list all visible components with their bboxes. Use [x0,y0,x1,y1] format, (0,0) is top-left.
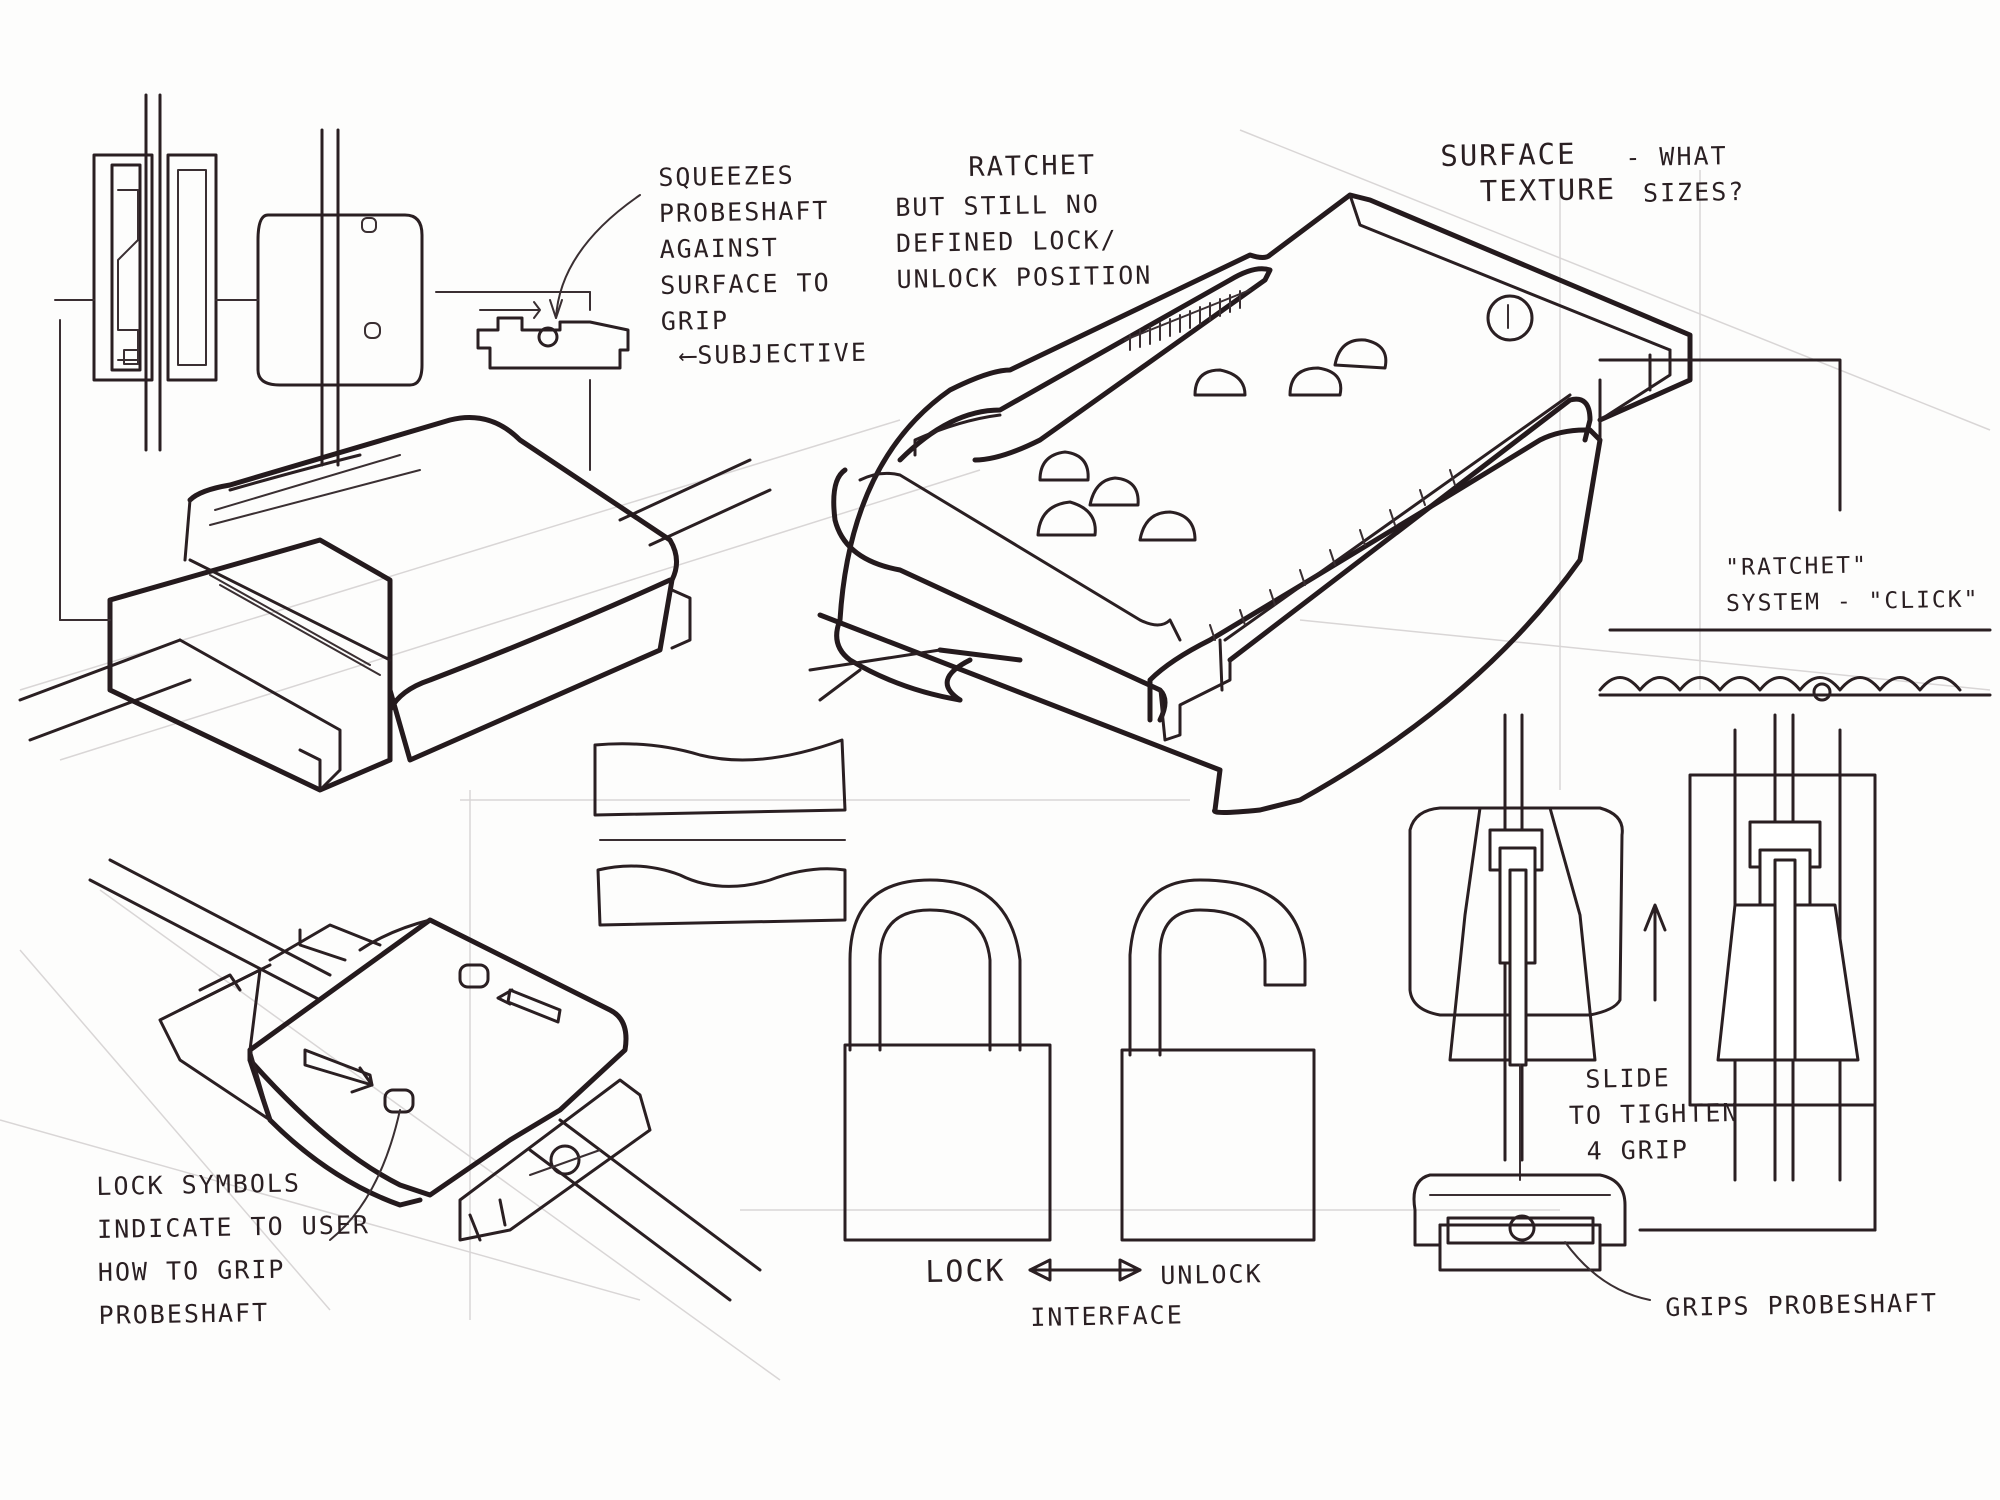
slide-note: SLIDE TO TIGHTEN 4 GRIP [1568,1063,1740,1166]
lock-label: LOCK [925,1253,1006,1290]
locked-padlock-icon [843,878,1052,1242]
lock-symbol-device [88,858,762,1302]
lock-unlock-arrow [1028,1258,1142,1282]
surface-texture-note: SURFACE TEXTURE [1440,136,1617,209]
subjective-note: ⟵SUBJECTIVE [680,337,869,370]
grips-probeshaft-note: GRIPS PROBESHAFT [1665,1288,1939,1322]
main-device-sketch [808,192,1842,815]
unlock-label: UNLOCK [1160,1259,1263,1290]
squeezes-note: SQUEEZES PROBESHAFT AGAINST SURFACE TO G… [658,160,831,336]
clip-side-sketch [225,128,424,467]
lock-symbols-note: LOCK SYMBOLS INDICATE TO USER HOW TO GRI… [96,1168,371,1330]
side-section-sketch [54,93,256,452]
unlocked-padlock-icon [1120,878,1316,1242]
texture-bumps [1036,294,1534,542]
ratchet-teeth [1124,289,1251,351]
ratchet-note: BUT STILL NO DEFINED LOCK/ UNLOCK POSITI… [895,189,1153,294]
what-sizes-note: - WHAT SIZES? [1625,141,1746,208]
ratchet-system-note: "RATCHET" SYSTEM - "CLICK" [1725,552,1980,617]
grip-cross-section [435,194,641,471]
slide-section-right [1638,713,1877,1232]
surface-profile-sketches [593,738,847,927]
interface-label: INTERFACE [1030,1300,1185,1332]
ratchet-profile [1598,628,1992,702]
slide-section-left [1408,713,1667,1181]
grip-front-view [1412,1173,1651,1301]
construction-guides [0,129,1991,1381]
grip-housing-block [18,319,772,793]
ratchet-title: RATCHET [968,149,1097,183]
